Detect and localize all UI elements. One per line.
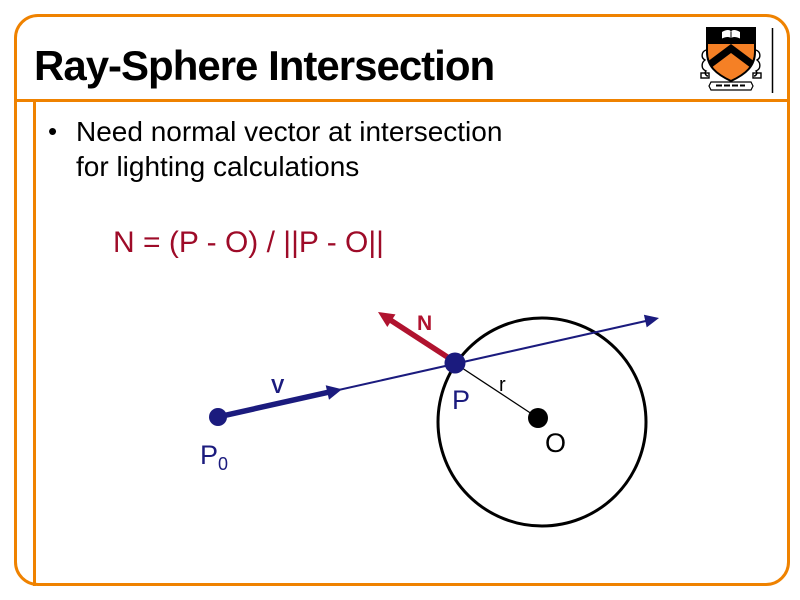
ray-arrowhead-icon [643, 314, 659, 328]
direction-vector-arrow [222, 385, 342, 419]
sphere-center-point [528, 408, 548, 428]
bullet-line-2: for lighting calculations [76, 151, 360, 182]
direction-label: V [271, 376, 285, 398]
bullet-marker: • [48, 116, 58, 146]
shield-icon [706, 27, 756, 83]
bullet-line-1: Need normal vector at intersection [76, 116, 503, 147]
radius-label: r [499, 374, 506, 396]
ray-origin-point [209, 408, 227, 426]
left-vertical-rule [33, 101, 36, 586]
logo-ornaments [700, 49, 762, 79]
bullet-item: • Need normal vector at intersection for… [46, 114, 606, 184]
sphere-center-label: O [545, 428, 566, 458]
slide-border-frame [14, 14, 790, 586]
ray-origin-label: P0 [200, 440, 228, 474]
radius-line [455, 363, 539, 419]
sphere-circle [436, 316, 648, 528]
slide-title: Ray-Sphere Intersection [34, 42, 495, 89]
logo-banner [708, 81, 754, 91]
normal-label: N [417, 312, 432, 335]
normal-arrowhead-icon [378, 312, 396, 327]
direction-arrowhead-icon [325, 385, 342, 400]
title-divider-line [14, 99, 790, 102]
normal-vector-arrow [378, 312, 455, 364]
intersection-label: P [452, 385, 470, 415]
intersection-point [444, 352, 466, 374]
ray-origin-label-sub: 0 [218, 454, 228, 474]
normal-formula: N = (P - O) / ||P - O|| [113, 226, 384, 259]
princeton-logo [700, 27, 774, 93]
ray-origin-label-main: P [200, 440, 218, 470]
